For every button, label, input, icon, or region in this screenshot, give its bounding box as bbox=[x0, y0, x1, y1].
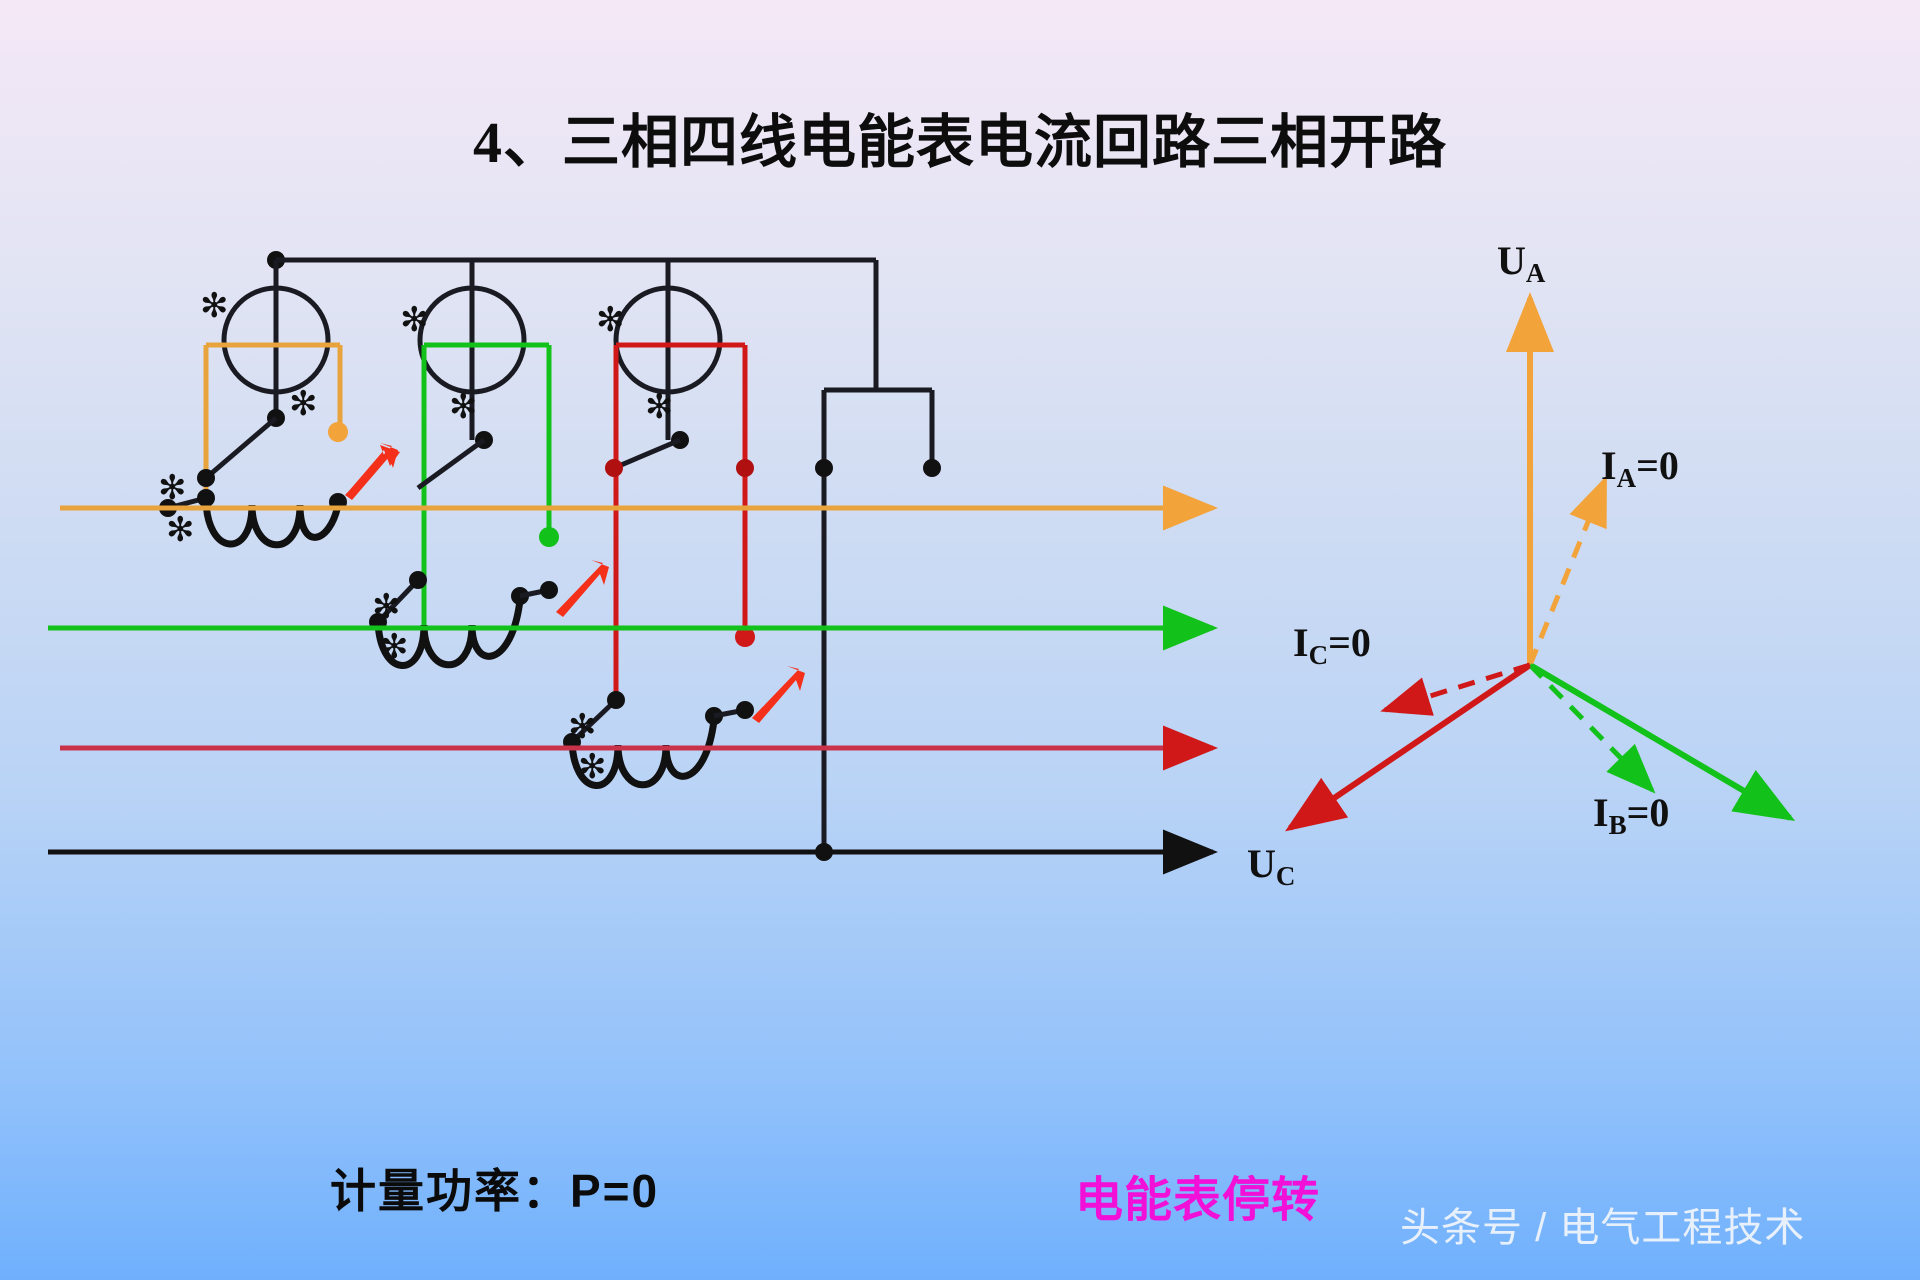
watermark: 头条号 / 电气工程技术 bbox=[1400, 1206, 1806, 1250]
polarity-mark-8: ✻ bbox=[380, 627, 409, 667]
meter-element-1 bbox=[197, 260, 348, 508]
polarity-mark-5: ✻ bbox=[400, 300, 429, 340]
meter-stop-text: 电能表停转 bbox=[1075, 1174, 1321, 1227]
polarity-mark-7: ✻ bbox=[372, 587, 401, 627]
meter-element-3 bbox=[472, 257, 755, 700]
vector-ic bbox=[1380, 662, 1531, 716]
phase-lines bbox=[48, 485, 1218, 875]
polarity-mark-4: ✻ bbox=[166, 510, 195, 550]
page-title: 4、三相四线电能表电流回路三相开路 bbox=[472, 110, 1447, 175]
phasor-label-ib: IB=0 bbox=[1593, 790, 1670, 841]
vector-ib bbox=[1528, 663, 1656, 794]
polarity-mark-3: ✻ bbox=[158, 468, 187, 508]
vector-ia bbox=[1527, 475, 1608, 666]
polarity-mark-12: ✻ bbox=[578, 747, 607, 787]
vector-ub bbox=[1528, 662, 1796, 822]
phasor-label-ua: UA bbox=[1497, 238, 1546, 289]
polarity-mark-11: ✻ bbox=[568, 707, 597, 747]
polarity-mark-6: ✻ bbox=[449, 387, 478, 427]
phasor-label-ia: IA=0 bbox=[1601, 443, 1679, 494]
polarity-mark-2: ✻ bbox=[289, 384, 318, 424]
polarity-mark-10: ✻ bbox=[645, 387, 674, 427]
phasor-label-ic: IC=0 bbox=[1293, 620, 1371, 671]
fault-arrow-c bbox=[752, 666, 805, 723]
polarity-mark-9: ✻ bbox=[596, 300, 625, 340]
phasor-label-uc: UC bbox=[1247, 841, 1296, 892]
power-result-text: 计量功率：P=0 bbox=[330, 1165, 660, 1217]
vector-uc bbox=[1285, 662, 1532, 832]
fault-arrow-a bbox=[345, 443, 400, 500]
fault-arrow-b bbox=[556, 560, 609, 617]
polarity-mark-1: ✻ bbox=[200, 286, 229, 326]
